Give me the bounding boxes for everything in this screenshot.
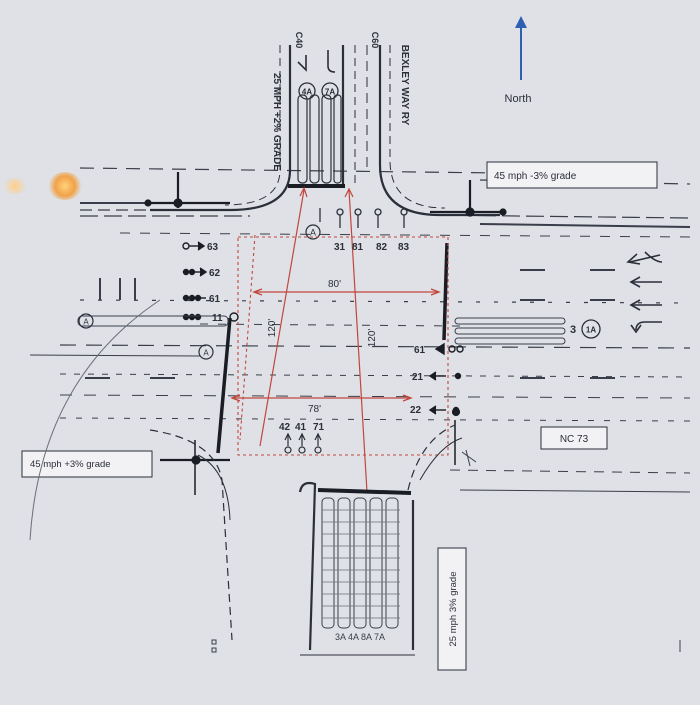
west-speed-box [21,450,153,478]
north-head-labels: 31 81 82 83 [334,242,410,253]
north-lane-arrows [297,50,336,73]
west-tag-1: A [83,318,89,327]
north-arrow [515,16,527,80]
east-speed-box [486,161,658,189]
south-detector-loops [321,497,399,629]
north-tag-4a: 4A [302,88,312,97]
head-62: 62 [209,268,221,279]
south-lane-codes: 3A 4A 8A 7A [335,632,385,642]
head-61: 61 [209,294,221,305]
head-71: 71 [313,422,325,433]
east-lane-num: 3 [570,324,576,336]
east-head-labels: 61 21 22 [410,345,426,416]
south-crosswalk-stripes [322,509,400,619]
north-right-road-label: BEXLEY WAY RY [399,45,410,126]
head-41: 41 [295,422,307,433]
east-detector-loops [454,317,566,345]
head-11: 11 [212,313,223,324]
head-22: 22 [410,405,422,416]
north-lane-tags: 4A 7A A [298,82,339,240]
north-signal-heads [319,208,408,228]
north-tag-7a: 7A [325,88,335,97]
east-tag-circle [581,319,601,339]
head-21: 21 [412,372,424,383]
misc-marks [211,449,681,653]
north-tag-a: A [310,228,316,238]
south-signal-heads [284,432,322,454]
boundary-arc [29,299,161,541]
head-83: 83 [398,242,410,253]
west-signal-bar [216,317,232,454]
east-lane-arrows [626,251,663,334]
north-label: North [505,93,532,105]
south-speed-box [437,547,467,671]
dim-length-left: 120' [267,319,278,338]
west-speed-label: 45 mph +3% grade [30,459,111,470]
south-head-labels: 42 41 71 [279,422,325,433]
west-tag-circle-1 [78,313,94,329]
west-signal-heads [182,241,239,322]
east-tag: 1A [586,326,596,335]
road-name-label: NC 73 [560,434,589,445]
dimension-lines [230,186,449,493]
head-81: 81 [352,242,364,253]
head-42: 42 [279,422,291,433]
east-signal-bar [442,242,449,341]
head-82: 82 [376,242,388,253]
west-tag-circle-2 [198,344,214,360]
signal-mast-arms [144,172,507,495]
c60-label: C60 [370,32,380,49]
south-stop-bar [317,488,412,495]
c40-label: C40 [294,32,304,49]
west-tag-2: A [203,349,209,358]
north-detector-loops [297,94,342,184]
road-name-box [540,426,608,450]
lane-stripes [85,269,615,379]
dim-width-bottom: 78' [308,404,321,415]
south-speed-label: 25 mph 3% grade [448,572,459,647]
dim-width-top: 80' [328,279,341,290]
head-63: 63 [207,242,219,253]
west-lane-markings [77,315,229,327]
north-leg [150,45,500,217]
east-signal-heads [428,342,464,415]
dim-length-right: 120' [367,329,378,348]
head-31: 31 [334,242,346,253]
east-speed-label: 45 mph -3% grade [494,171,577,182]
head-61-east: 61 [414,345,426,356]
north-left-road-label: 25 MPH +2% GRADE [271,73,282,171]
south-leg [149,424,463,656]
west-head-labels: 63 62 61 11 [207,242,223,324]
